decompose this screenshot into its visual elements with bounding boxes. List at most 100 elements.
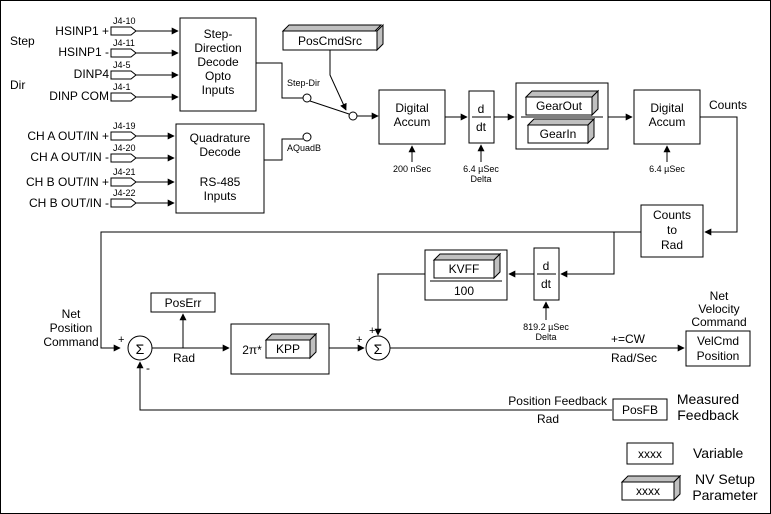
clock-64us-delta-1: 6.4 µSec: [463, 164, 499, 174]
step-dir-line4: Opto: [205, 69, 231, 83]
pin-j4-5: J4-5: [113, 60, 131, 70]
quadrature-decode-block: [175, 123, 265, 214]
pin-j4-22: J4-22: [113, 188, 136, 198]
clock-64us: 6.4 µSec: [649, 164, 685, 174]
quad-line1: Quadrature: [190, 131, 251, 145]
connector-symbols-stepdir: [110, 26, 137, 102]
svg-text:PosCmdSrc: PosCmdSrc: [298, 34, 362, 48]
counts-label: Counts: [709, 98, 747, 112]
kvff-param: KVFF: [432, 252, 502, 280]
sum2-plus-left: +: [356, 334, 362, 346]
step-dir-switch-node: [302, 93, 312, 103]
aquadb-node: [302, 132, 312, 142]
svg-text:dt: dt: [541, 277, 552, 291]
rad-fb-label: Rad: [537, 412, 559, 426]
rs485-line1: RS-485: [200, 175, 241, 189]
svg-text:Digital: Digital: [650, 101, 683, 115]
net-position-command-3: Command: [43, 335, 98, 349]
sum1-minus: -: [146, 361, 150, 375]
svg-text:Position: Position: [697, 349, 740, 363]
hsinp1-minus-label: HSINP1 -: [58, 45, 109, 59]
clock-200ns: 200 nSec: [393, 164, 432, 174]
net-velocity-command-2: Velocity: [698, 302, 739, 316]
two-pi-label: 2π*: [242, 343, 262, 357]
position-feedback-label: Position Feedback: [508, 394, 608, 408]
dinp-com-label: DINP COM: [49, 89, 109, 103]
pin-j4-10: J4-10: [113, 16, 136, 26]
quad-line2: Decode: [199, 145, 241, 159]
rs485-line2: Inputs: [204, 189, 237, 203]
pos-cmd-src-param: PosCmdSrc: [281, 23, 384, 52]
pin-j4-11: J4-11: [113, 38, 135, 48]
svg-text:d: d: [478, 102, 485, 116]
digital-accum-1: [378, 89, 446, 145]
svg-text:Accum: Accum: [649, 115, 686, 129]
chb-minus-label: CH B OUT/IN -: [29, 196, 109, 210]
legend-nv-sample: xxxx: [620, 474, 682, 502]
rad-label: Rad: [173, 351, 195, 365]
selector-node: [348, 111, 358, 121]
pos-fb-variable: [612, 398, 668, 421]
svg-text:xxxx: xxxx: [636, 484, 660, 498]
legend-variable-sample: [626, 442, 674, 465]
pin-j4-19: J4-19: [113, 121, 136, 131]
connector-symbols-quad: [110, 131, 137, 208]
step-dir-line3: Decode: [197, 55, 239, 69]
pos-err-variable: [150, 292, 216, 313]
svg-text:KVFF: KVFF: [449, 262, 480, 276]
measured-feedback-2: Feedback: [677, 407, 739, 423]
aquadb-label: AQuadB: [287, 143, 321, 153]
selector-switch: [309, 100, 350, 115]
measured-feedback-1: Measured: [677, 391, 739, 407]
svg-text:GearOut: GearOut: [536, 99, 583, 113]
legend-nv-label-2: Parameter: [692, 487, 758, 503]
step-label: Step: [10, 34, 35, 48]
legend-nv-label-1: NV Setup: [695, 471, 755, 487]
svg-text:KPP: KPP: [276, 342, 300, 356]
svg-text:GearIn: GearIn: [540, 127, 577, 141]
svg-text:VelCmd: VelCmd: [697, 334, 739, 348]
sum1-plus: +: [118, 334, 124, 346]
svg-text:dt: dt: [476, 120, 487, 134]
svg-text:Σ: Σ: [374, 341, 383, 357]
hsinp1-plus-label: HSINP1 +: [55, 24, 109, 38]
svg-text:Digital: Digital: [395, 101, 428, 115]
sum2-plus-top: +: [369, 325, 375, 337]
net-position-command-2: Position: [50, 321, 93, 335]
clock-8192us-delta-2: Delta: [535, 332, 556, 342]
net-position-command-1: Net: [62, 307, 81, 321]
svg-text:Accum: Accum: [394, 115, 431, 129]
svg-text:Counts: Counts: [653, 208, 691, 222]
cw-label: +=CW: [611, 332, 646, 346]
velcmd-position-variable: [685, 330, 751, 367]
rad-sec-label: Rad/Sec: [611, 351, 657, 365]
svg-text:PosFB: PosFB: [622, 403, 658, 417]
svg-text:d: d: [543, 259, 550, 273]
step-dir-line5: Inputs: [202, 83, 235, 97]
pin-j4-1: J4-1: [113, 82, 131, 92]
pin-j4-20: J4-20: [113, 143, 136, 153]
svg-text:to: to: [667, 223, 677, 237]
clock-64us-delta-2: Delta: [470, 174, 491, 184]
kpp-param: KPP: [264, 332, 318, 360]
clock-8192us-delta-1: 819.2 µSec: [523, 322, 569, 332]
dir-label: Dir: [10, 78, 25, 92]
svg-text:Σ: Σ: [136, 341, 145, 357]
svg-text:Rad: Rad: [661, 238, 683, 252]
dinp4-label: DINP4: [74, 67, 110, 81]
svg-text:xxxx: xxxx: [638, 447, 662, 461]
counts-to-rad-block: [640, 204, 704, 258]
step-direction-decode-block: [179, 17, 257, 112]
chb-plus-label: CH B OUT/IN +: [26, 175, 109, 189]
step-dir-line2: Direction: [194, 41, 241, 55]
step-dir-label: Step-Dir: [287, 78, 320, 88]
gear-in-param: GearIn: [526, 117, 596, 145]
kvff-divisor: 100: [454, 284, 474, 298]
cha-plus-label: CH A OUT/IN +: [27, 129, 109, 143]
net-velocity-command-1: Net: [710, 289, 729, 303]
cha-minus-label: CH A OUT/IN -: [30, 150, 109, 164]
legend-variable-label: Variable: [693, 445, 744, 461]
svg-text:PosErr: PosErr: [165, 296, 202, 310]
gear-out-param: GearOut: [524, 89, 600, 117]
